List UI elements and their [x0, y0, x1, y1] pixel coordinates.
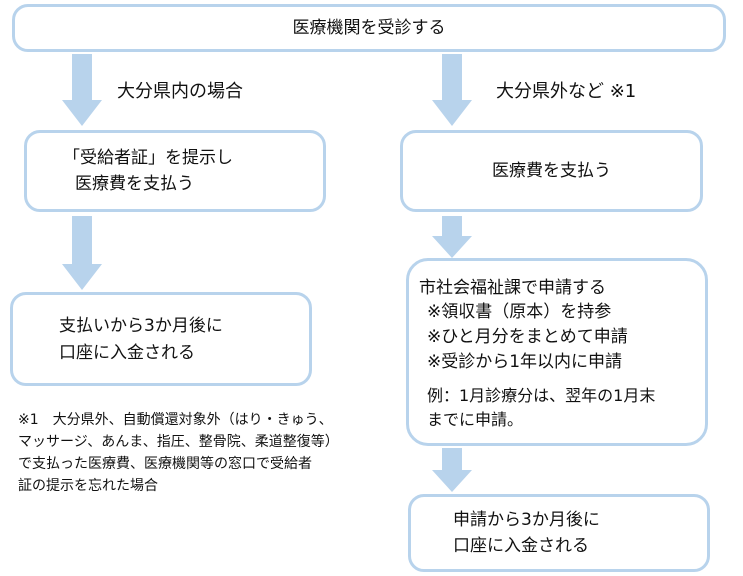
right-step3-box: 申請から3か月後に 口座に入金される — [408, 494, 710, 572]
footnote-line2: マッサージ、あんま、指圧、整骨院、柔道整復等） — [18, 434, 339, 450]
right-step1-box: 医療費を支払う — [400, 130, 703, 212]
right-step3-line2: 口座に入金される — [453, 536, 589, 556]
left-step2-line2: 口座に入金される — [59, 343, 195, 363]
right-step2-box: 市社会福祉課で申請する ※領収書（原本）を持参 ※ひと月分をまとめて申請 ※受診… — [406, 258, 708, 446]
branch-label-right: 大分県外など ※1 — [496, 81, 637, 102]
right-step3-line1: 申請から3か月後に — [453, 510, 600, 530]
arrow-down-left-1 — [62, 54, 102, 126]
footnote-line1: ※1 大分県外、自動償還対象外（はり・きゅう、 — [18, 412, 333, 428]
footnote-line4: 証の提示を忘れた場合 — [18, 478, 158, 494]
right-step2-item2: ※ひと月分をまとめて申請 — [427, 327, 628, 347]
right-step2-example2: までに申請。 — [427, 410, 524, 429]
right-step2-item1: ※領収書（原本）を持参 — [427, 302, 612, 322]
branch-label-left: 大分県内の場合 — [117, 81, 243, 102]
arrow-down-right-3 — [432, 448, 472, 492]
left-step1-line1: 「受給者証」を提示し — [63, 148, 233, 168]
left-step2-box: 支払いから3か月後に 口座に入金される — [10, 292, 312, 386]
right-step2-item3: ※受診から1年以内に申請 — [427, 352, 623, 372]
start-label: 医療機関を受診する — [292, 18, 446, 38]
right-step1-label: 医療費を支払う — [492, 161, 611, 181]
left-step1-line2: 医療費を支払う — [75, 174, 194, 194]
arrow-down-right-1 — [432, 54, 472, 126]
arrow-down-right-2 — [432, 216, 472, 258]
left-step1-box: 「受給者証」を提示し 医療費を支払う — [24, 130, 326, 212]
right-step2-title: 市社会福祉課で申請する — [419, 278, 606, 298]
arrow-down-left-2 — [62, 216, 102, 290]
start-box: 医療機関を受診する — [12, 4, 726, 52]
left-step2-line1: 支払いから3か月後に — [59, 316, 223, 336]
footnote-line3: で支払った医療費、医療機関等の窓口で受給者 — [18, 456, 312, 472]
right-step2-example1: 例：1月診療分は、翌年の1月末 — [427, 386, 656, 405]
